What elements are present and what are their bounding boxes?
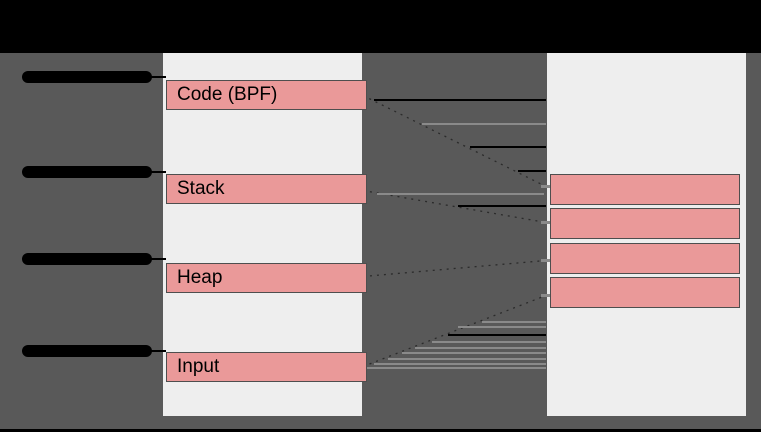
redacted-bottom-strip	[0, 429, 761, 432]
redaction-bar	[402, 352, 546, 354]
redaction-bar	[415, 347, 546, 349]
pill-leader-line-2	[148, 171, 166, 173]
connector-heap-to-host-box-3	[362, 259, 547, 278]
region-box-input: Input	[166, 352, 367, 382]
redacted-title-bar	[0, 0, 761, 53]
host-box-1	[550, 174, 740, 205]
region-box-stack: Stack	[166, 174, 367, 204]
redacted-label-pill-2	[22, 166, 152, 178]
redacted-label-pill-4	[22, 345, 152, 357]
redacted-label-pill-3	[22, 253, 152, 265]
pill-leader-line-4	[148, 350, 166, 352]
redaction-bar	[374, 363, 546, 365]
region-label-input: Input	[177, 356, 220, 377]
region-box-code: Code (BPF)	[166, 80, 367, 110]
region-box-heap: Heap	[166, 263, 367, 293]
region-label-code: Code (BPF)	[177, 84, 278, 105]
host-box-4	[550, 277, 740, 308]
redaction-bar	[458, 326, 546, 328]
redaction-bar	[388, 358, 546, 360]
redaction-bar	[448, 334, 546, 336]
redaction-bar	[470, 146, 546, 148]
host-box-3	[550, 243, 740, 274]
redacted-label-pill-1	[22, 71, 152, 83]
host-box-2	[550, 208, 740, 239]
region-label-heap: Heap	[177, 267, 223, 288]
redaction-bar	[422, 123, 546, 125]
redaction-bar	[518, 170, 546, 172]
redaction-bar	[432, 341, 546, 343]
connector-code-to-host-box-1	[362, 94, 547, 188]
redaction-bar	[374, 99, 546, 101]
pill-leader-line-1	[148, 76, 166, 78]
redaction-bar	[482, 321, 546, 323]
redaction-bar	[377, 193, 544, 195]
connector-input-to-host-box-4	[362, 294, 547, 368]
pill-leader-line-3	[148, 258, 166, 260]
redaction-bar	[361, 367, 546, 369]
redaction-bar	[458, 205, 546, 207]
region-label-stack: Stack	[177, 178, 225, 199]
